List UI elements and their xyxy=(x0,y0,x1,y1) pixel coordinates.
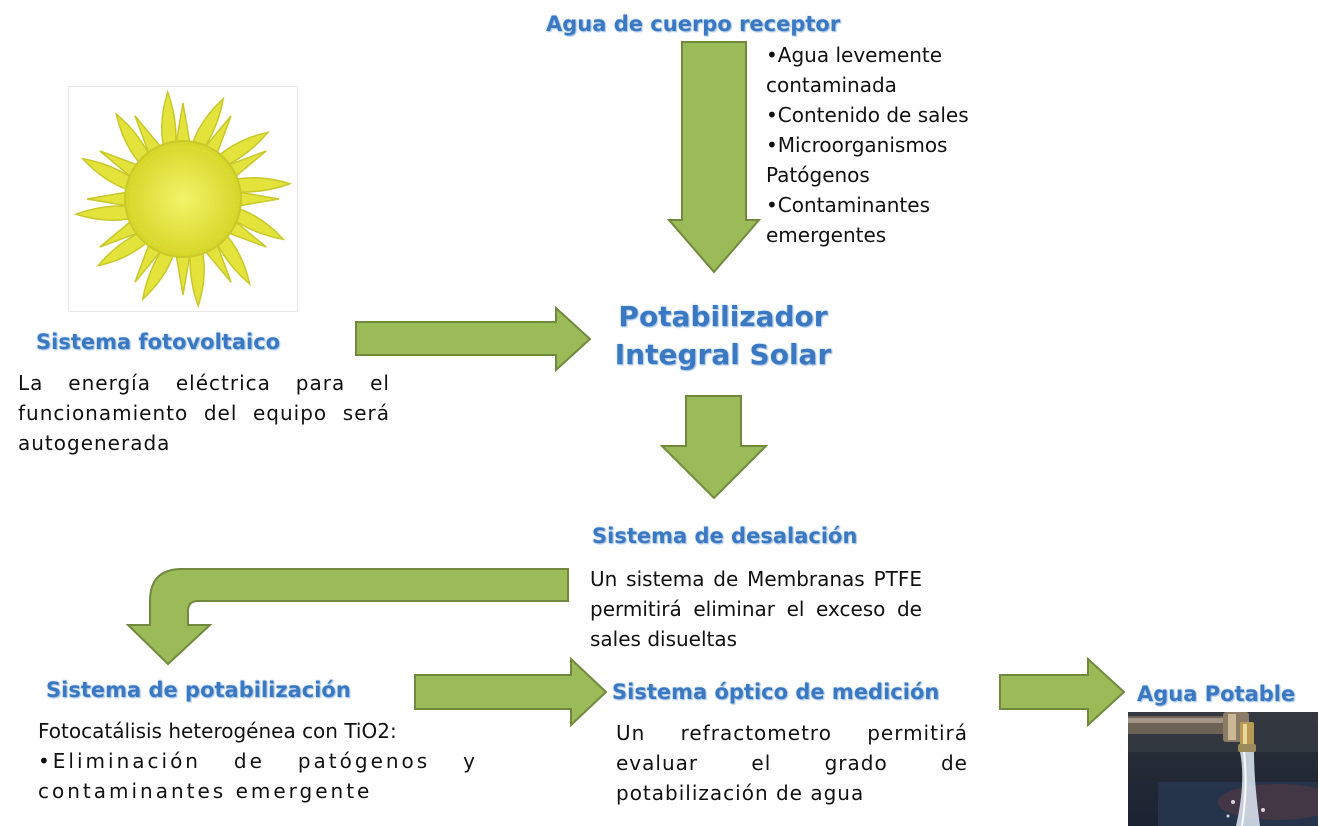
purif-title: Sistema de potabilización xyxy=(46,678,351,702)
arrow-purif-right xyxy=(414,656,608,728)
intake-item: •Contaminantes emergentes xyxy=(766,193,930,247)
desal-description: Un sistema de Membranas PTFE permitirá e… xyxy=(590,567,922,651)
intake-item: •Contenido de sales xyxy=(766,103,969,127)
sun-ray xyxy=(141,244,177,302)
arrow-pv-right xyxy=(355,305,592,373)
desal-title: Sistema de desalación xyxy=(592,524,858,548)
pv-description: La energía eléctrica para el funcionamie… xyxy=(18,371,390,455)
water-tap-photo xyxy=(1128,712,1318,826)
purif-line2: •Eliminación de patógenos y contaminante… xyxy=(38,749,478,803)
sun-ray xyxy=(96,229,153,267)
sun-ray xyxy=(189,96,225,154)
sun-ray xyxy=(228,177,293,193)
optical-description: Un refractometro permitirá evaluar el gr… xyxy=(616,721,968,805)
core-title-line1: Potabilizador xyxy=(618,300,828,333)
pv-title: Sistema fotovoltaico xyxy=(36,330,281,354)
purif-line1: Fotocatálisis heterogénea con TiO2: xyxy=(38,719,397,743)
arrow-optical-right xyxy=(999,656,1126,728)
sun-ray xyxy=(228,205,286,241)
arrow-core-down xyxy=(659,395,769,500)
sun-ray xyxy=(73,205,138,221)
intake-list: •Agua levemente contaminada •Contenido d… xyxy=(766,40,1006,250)
optical-title: Sistema óptico de medición xyxy=(612,680,940,704)
intake-item: •Agua levemente contaminada xyxy=(766,43,943,97)
purif-description: Fotocatálisis heterogénea con TiO2: •Eli… xyxy=(38,716,478,806)
output-title: Agua Potable xyxy=(1137,682,1296,706)
sun-ray xyxy=(213,131,270,169)
sun-ray xyxy=(80,157,138,193)
sun-image xyxy=(68,86,298,312)
intake-title: Agua de cuerpo receptor xyxy=(546,12,841,36)
water-tap-icon xyxy=(1128,712,1318,826)
arrow-desal-bend xyxy=(125,568,569,666)
intake-item: •Microorganismos Patógenos xyxy=(766,133,948,187)
arrow-intake-down xyxy=(666,41,762,274)
sun-ray xyxy=(161,89,177,154)
sun-ray xyxy=(213,229,251,286)
core-title-line2: Integral Solar xyxy=(614,338,832,371)
core-title: Potabilizador Integral Solar xyxy=(598,298,848,374)
sun-icon xyxy=(73,89,293,309)
sun-ray xyxy=(115,112,153,169)
sun-ray xyxy=(189,244,205,309)
